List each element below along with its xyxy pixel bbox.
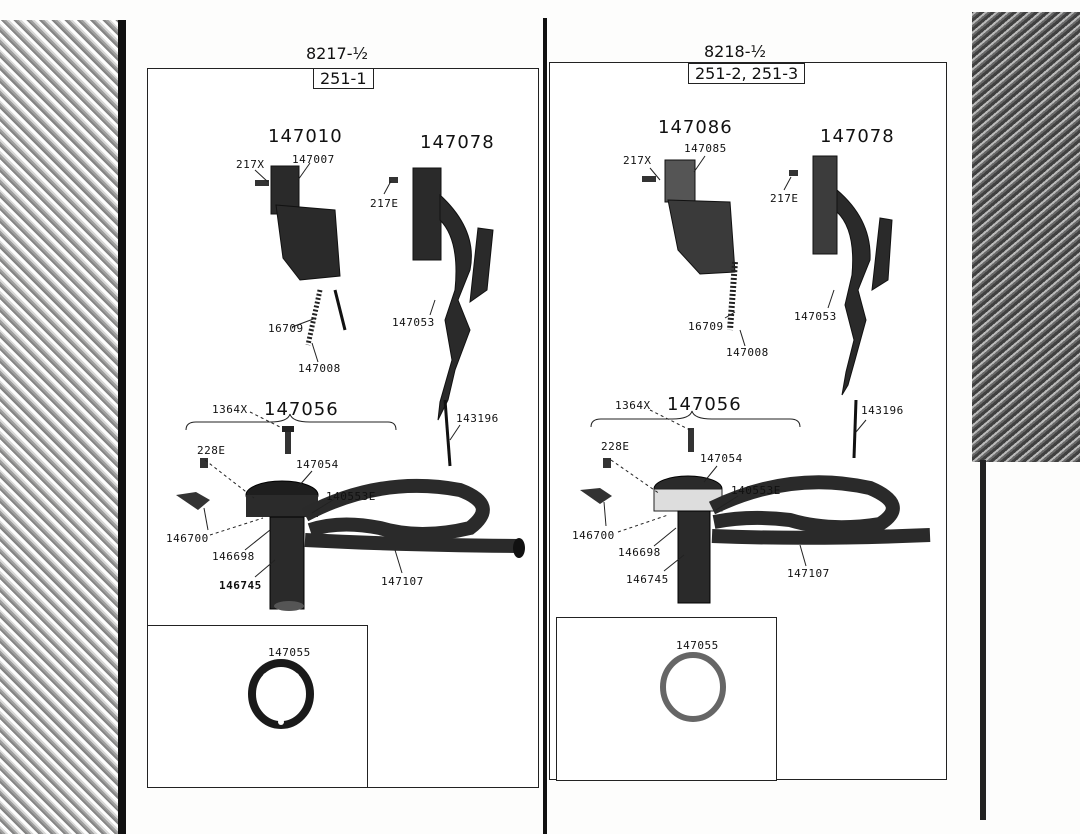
part-label: 140553E — [326, 490, 376, 503]
left-model-number: 8217-½ — [306, 44, 368, 63]
part-label: 16709 — [268, 322, 304, 335]
page-edge-line-left — [118, 20, 126, 834]
right-model-number: 8218-½ — [704, 42, 766, 61]
page-edge-shadow-left — [0, 20, 125, 834]
left-model-code-box: 251-1 — [313, 68, 374, 89]
page-edge-line-right — [980, 460, 986, 820]
part-label: 147056 — [264, 399, 339, 420]
part-label: 146700 — [166, 532, 209, 545]
part-label: 147053 — [392, 316, 435, 329]
part-label: 147007 — [292, 153, 335, 166]
part-label: 147054 — [700, 452, 743, 465]
part-label: 146698 — [618, 546, 661, 559]
lever-part-right — [812, 155, 893, 459]
part-label: 217E — [370, 197, 399, 210]
bracket-part-right — [664, 159, 736, 275]
part-label: 228E — [601, 440, 630, 453]
part-label: 146745 — [219, 579, 262, 592]
part-label: 147055 — [676, 639, 719, 652]
right-inset-panel — [556, 617, 777, 781]
part-label: 147107 — [787, 567, 830, 580]
part-label: 217X — [623, 154, 652, 167]
part-label: 16709 — [688, 320, 724, 333]
part-label: 147008 — [298, 362, 341, 375]
part-label: 147085 — [684, 142, 727, 155]
part-label: 217X — [236, 158, 265, 171]
part-label: 146698 — [212, 550, 255, 563]
part-label: 147078 — [820, 126, 895, 147]
part-label: 147056 — [667, 394, 742, 415]
part-label: 147078 — [420, 132, 495, 153]
part-label: 228E — [197, 444, 226, 457]
part-label: 1364X — [212, 403, 248, 416]
part-label: 147055 — [268, 646, 311, 659]
part-label: 147053 — [794, 310, 837, 323]
part-label: 147008 — [726, 346, 769, 359]
part-label: 147086 — [658, 117, 733, 138]
part-label: 146745 — [626, 573, 669, 586]
part-label: 147054 — [296, 458, 339, 471]
part-label: 1364X — [615, 399, 651, 412]
part-label: 146700 — [572, 529, 615, 542]
part-label: 143196 — [456, 412, 499, 425]
right-model-code-box: 251-2, 251-3 — [688, 63, 806, 84]
part-label: 140553E — [731, 484, 781, 497]
part-label: 217E — [770, 192, 799, 205]
page-edge-shadow-right — [972, 12, 1080, 462]
bracket-part-left — [270, 165, 347, 331]
part-label: 143196 — [861, 404, 904, 417]
book-spine — [543, 18, 547, 834]
lever-part-left — [412, 167, 494, 467]
part-label: 147010 — [268, 126, 343, 147]
part-label: 147107 — [381, 575, 424, 588]
